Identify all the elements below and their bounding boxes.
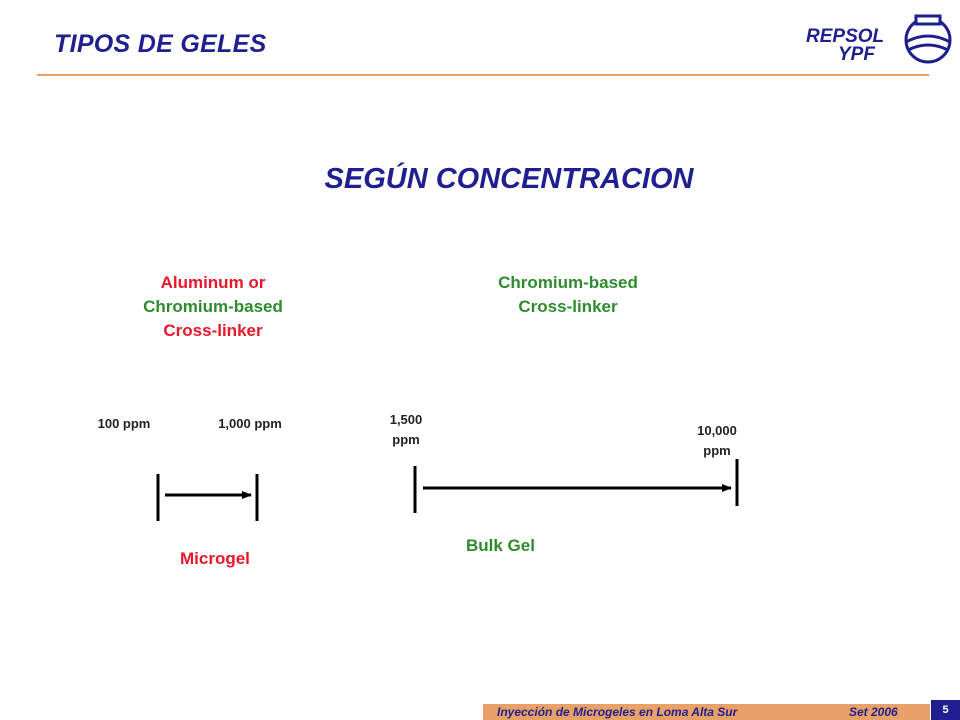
footer-date: Set 2006 [849, 705, 898, 719]
page-title: TIPOS DE GELES [54, 30, 267, 58]
bulkgel-start-unit: ppm [392, 432, 420, 447]
repsol-ypf-logo: REPSOL YPF [806, 14, 952, 65]
microgel-label: Microgel [180, 549, 250, 568]
left-label-line1: Aluminum or [160, 273, 266, 292]
bulkgel-end-unit: ppm [703, 443, 731, 458]
left-crosslinker-label: Aluminum or Chromium-based Cross-linker [100, 271, 326, 343]
bulkgel-label: Bulk Gel [466, 536, 535, 555]
repsol-emblem-icon [904, 14, 952, 64]
footer-text: Inyección de Microgeles en Loma Alta Sur [497, 705, 738, 719]
logo-text-ypf: YPF [838, 44, 876, 65]
left-label-line3: Cross-linker [163, 321, 263, 340]
right-label-line1: Chromium-based [498, 273, 638, 292]
bulkgel-start-value: 1,500 [389, 412, 423, 427]
bulkgel-start-ppm: 1,500 ppm [378, 410, 434, 450]
subtitle: SEGÚN CONCENTRACION [324, 163, 694, 195]
logo-text-repsol: REPSOL [806, 26, 884, 47]
right-crosslinker-label: Chromium-based Cross-linker [450, 271, 686, 319]
bulkgel-end-value: 10,000 [697, 423, 737, 438]
bulkgel-end-ppm: 10,000 ppm [682, 421, 752, 461]
right-label-line2: Cross-linker [518, 297, 618, 316]
left-label-line2: Chromium-based [143, 297, 283, 316]
page-number: 5 [931, 700, 960, 720]
title-divider [37, 74, 929, 76]
microgel-end-ppm: 1,000 ppm [218, 416, 282, 431]
microgel-start-ppm: 100 ppm [97, 416, 151, 431]
footer-bar [483, 704, 930, 720]
